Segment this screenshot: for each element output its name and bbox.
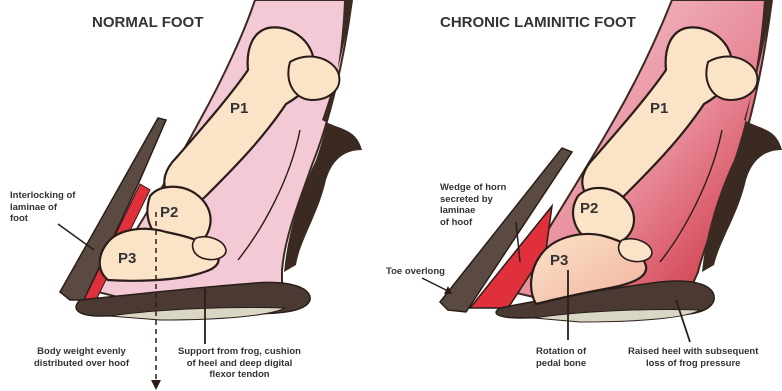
laminitic-foot-illustration	[422, 0, 782, 342]
normal-support-line-1: Support from frog, cushion	[178, 346, 301, 358]
laminitic-toe-label: Toe overlong	[386, 266, 445, 278]
normal-laminae-label: Interlocking of laminae of foot	[10, 190, 75, 225]
laminitic-wedge-line-3: laminae	[440, 205, 506, 217]
laminitic-toe-line-1: Toe overlong	[386, 266, 445, 278]
laminitic-sesamoid	[706, 57, 757, 100]
laminitic-wedge-line-1: Wedge of horn	[440, 182, 506, 194]
normal-support-label: Support from frog, cushion of heel and d…	[178, 346, 301, 381]
laminitic-rotation-label: Rotation of pedal bone	[536, 346, 586, 369]
normal-p3-label: P3	[118, 250, 136, 267]
laminitic-wedge-line-2: secreted by	[440, 194, 506, 206]
normal-laminae-line-1: Interlocking of	[10, 190, 75, 202]
laminitic-heel-label: Raised heel with subsequent loss of frog…	[628, 346, 758, 369]
laminitic-rotation-line-1: Rotation of	[536, 346, 586, 358]
normal-foot-title: NORMAL FOOT	[92, 14, 203, 31]
normal-p1-label: P1	[230, 100, 248, 117]
laminitic-wedge-line-4: of hoof	[440, 217, 506, 229]
laminitic-heel-line-2: loss of frog pressure	[628, 358, 758, 370]
normal-p2-label: P2	[160, 204, 178, 221]
laminitic-rotation-line-2: pedal bone	[536, 358, 586, 370]
laminitic-wedge-label: Wedge of horn secreted by laminae of hoo…	[440, 182, 506, 228]
laminitic-p1-label: P1	[650, 100, 668, 117]
laminitic-toe-leader	[422, 278, 450, 292]
normal-weight-arrowhead	[151, 380, 161, 390]
normal-sesamoid	[288, 57, 339, 100]
normal-laminae-line-2: laminae of	[10, 202, 75, 214]
laminitic-p2-label: P2	[580, 200, 598, 217]
laminitic-heel-line-1: Raised heel with subsequent	[628, 346, 758, 358]
normal-laminae-leader	[58, 224, 94, 250]
laminitic-foot-title: CHRONIC LAMINITIC FOOT	[440, 14, 636, 31]
normal-support-line-2: of heel and deep digital	[178, 358, 301, 370]
normal-support-line-3: flexor tendon	[178, 369, 301, 381]
normal-foot-illustration	[58, 0, 362, 390]
laminitic-p3-label: P3	[550, 252, 568, 269]
normal-weight-line-1: Body weight evenly	[34, 346, 129, 358]
normal-weight-line-2: distributed over hoof	[34, 358, 129, 370]
normal-weight-label: Body weight evenly distributed over hoof	[34, 346, 129, 369]
normal-laminae-line-3: foot	[10, 213, 75, 225]
